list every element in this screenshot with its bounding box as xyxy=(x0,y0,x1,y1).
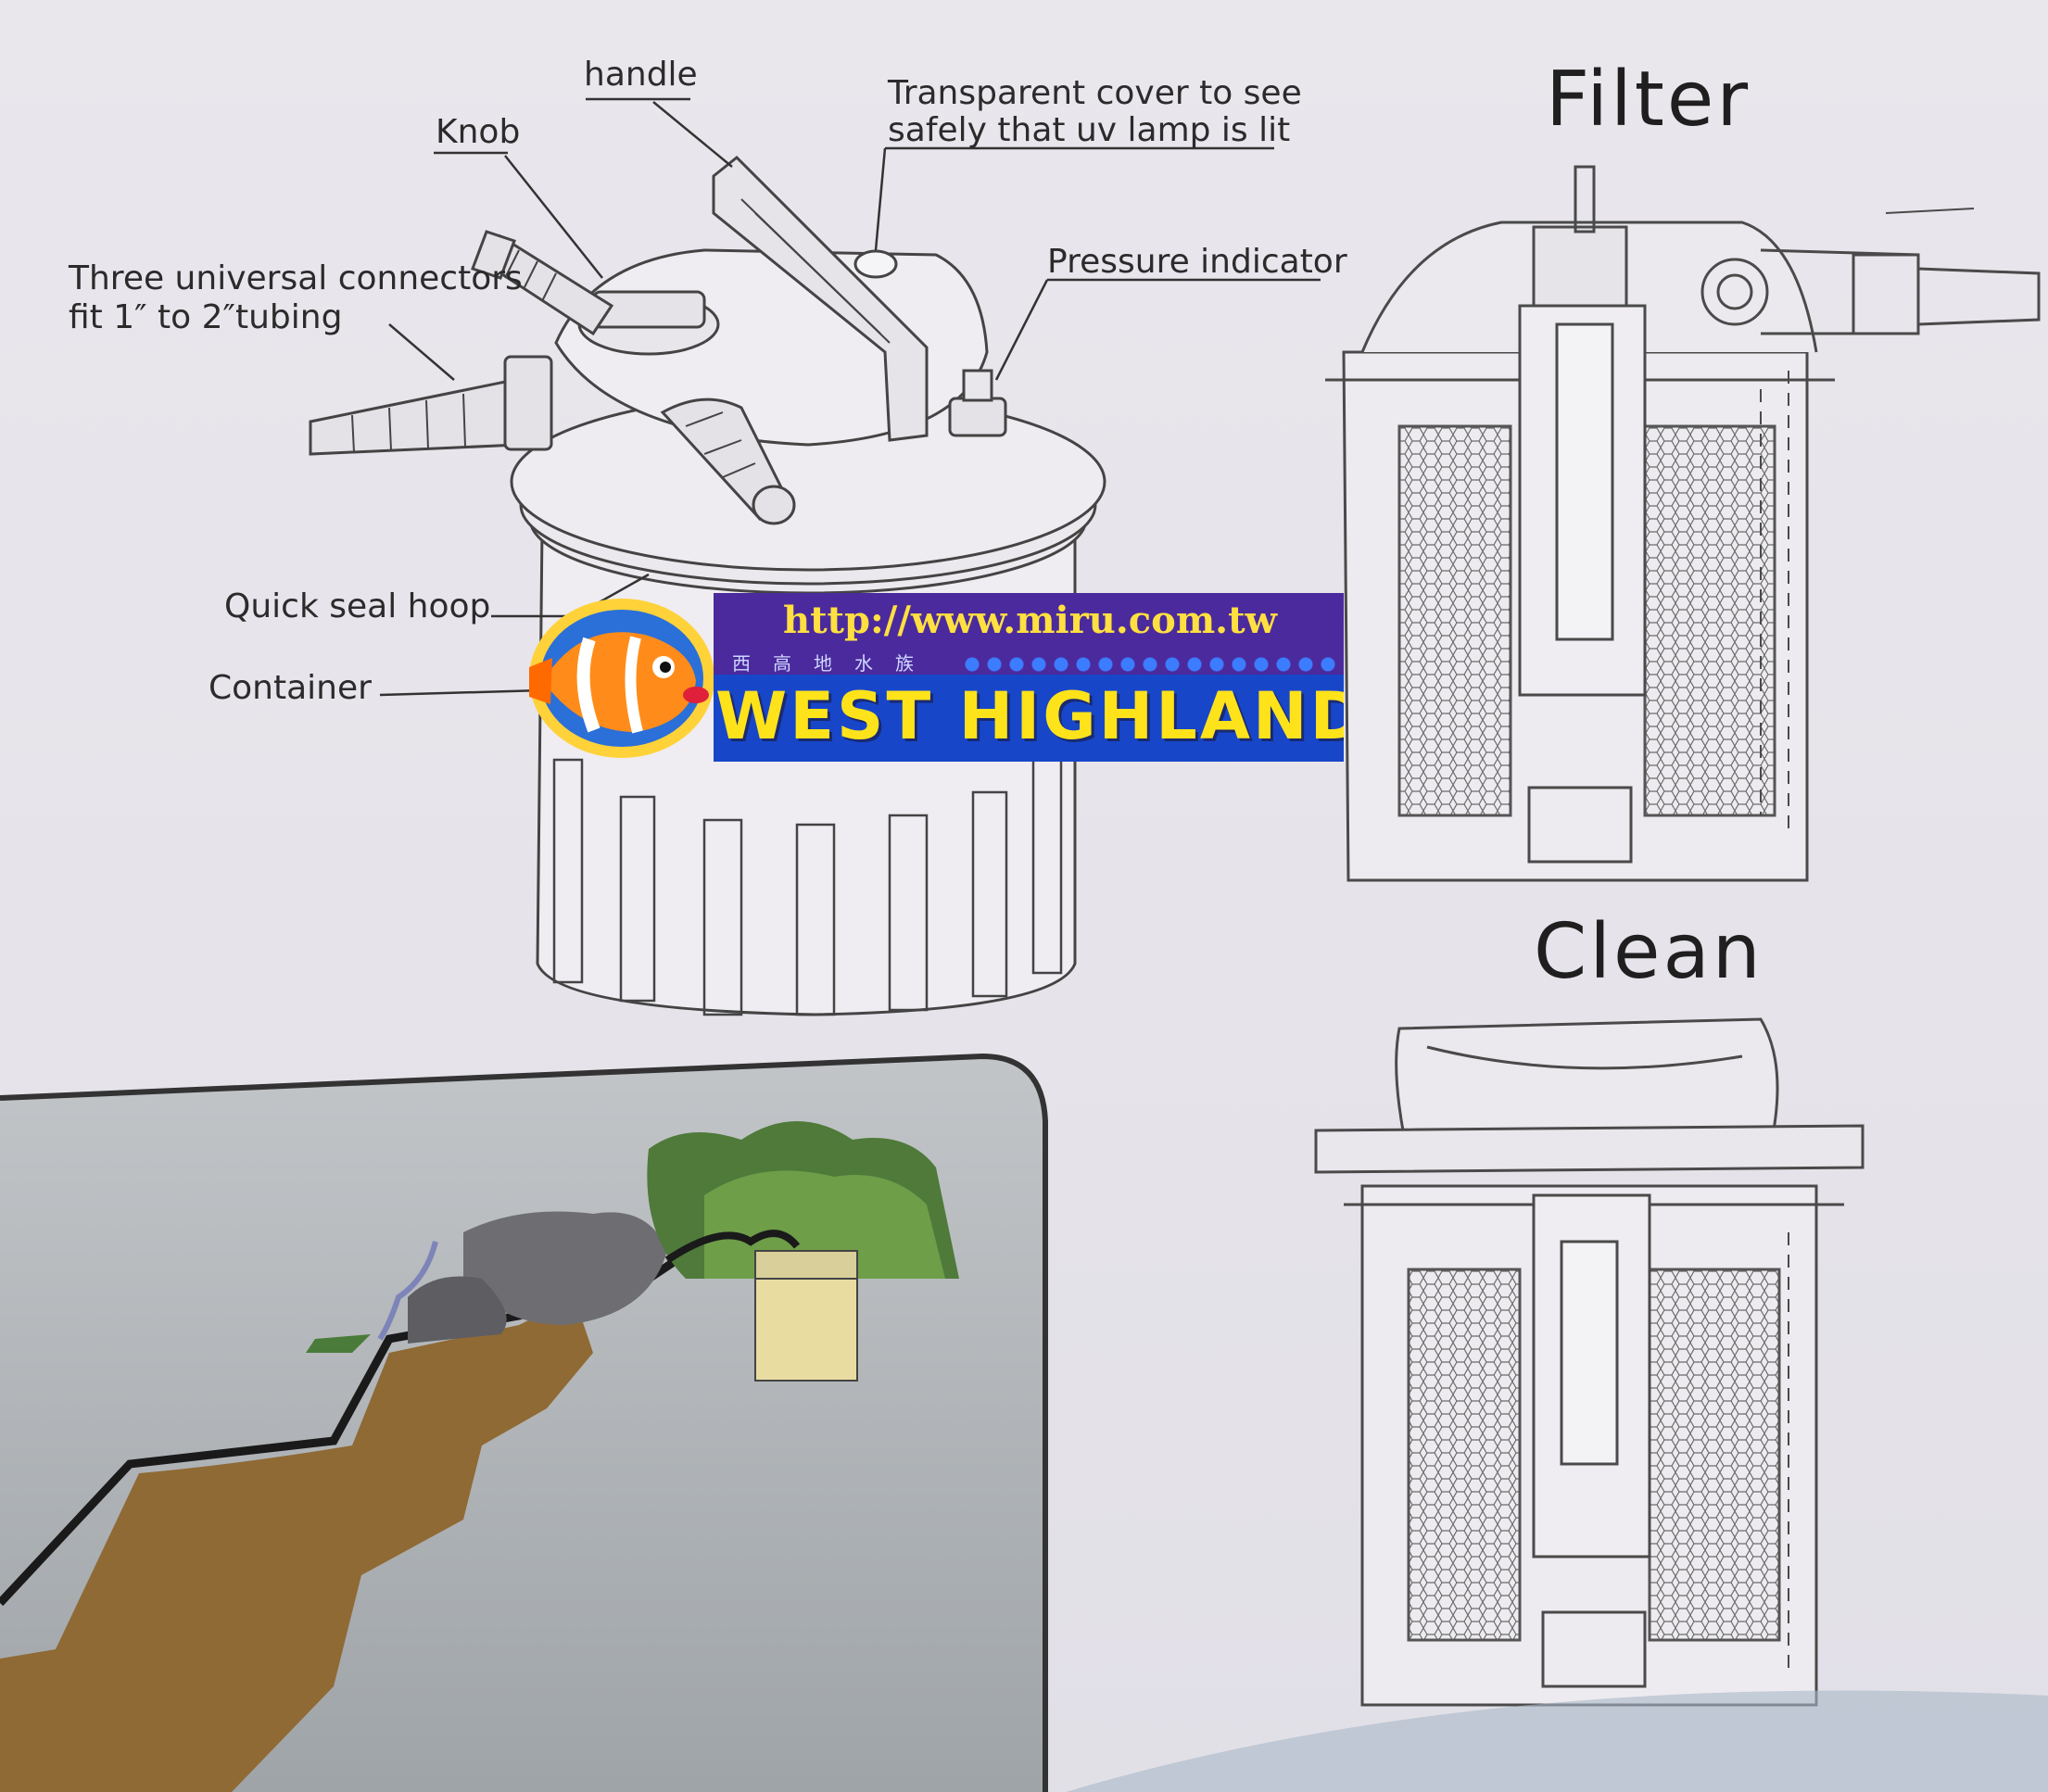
fish-logo-icon xyxy=(525,593,719,762)
heading-filter: Filter xyxy=(1546,56,1751,144)
label-pressure: Pressure indicator xyxy=(1047,243,1347,281)
watermark-band xyxy=(714,675,1344,762)
watermark-banner: http://www.miru.com.tw 西高地水族 WEST HIGHLA… xyxy=(714,593,1344,762)
callout-lines xyxy=(379,97,1321,697)
label-knob: Knob xyxy=(436,113,521,151)
filter-cross-section xyxy=(1325,165,2041,882)
heading-clean: Clean xyxy=(1534,908,1764,996)
label-container: Container xyxy=(209,669,372,707)
watermark-name: WEST HIGHLAND xyxy=(715,678,1344,754)
label-seal: Quick seal hoop xyxy=(224,587,491,625)
watermark-dots xyxy=(964,656,1339,675)
pond-scene-illustration xyxy=(0,1053,1048,1792)
watermark-url: http://www.miru.com.tw xyxy=(783,599,1277,642)
clean-cross-section xyxy=(1314,1017,1865,1707)
label-cover-line1: Transparent cover to see xyxy=(888,74,1302,112)
watermark-chinese: 西高地水族 xyxy=(732,652,936,675)
label-connectors-line2: fit 1″ to 2″tubing xyxy=(69,298,343,336)
label-cover-line2: safely that uv lamp is lit xyxy=(888,111,1291,149)
label-connectors-line1: Three universal connectors xyxy=(69,259,523,297)
label-handle: handle xyxy=(584,56,698,94)
water-curve xyxy=(1066,1690,2048,1792)
